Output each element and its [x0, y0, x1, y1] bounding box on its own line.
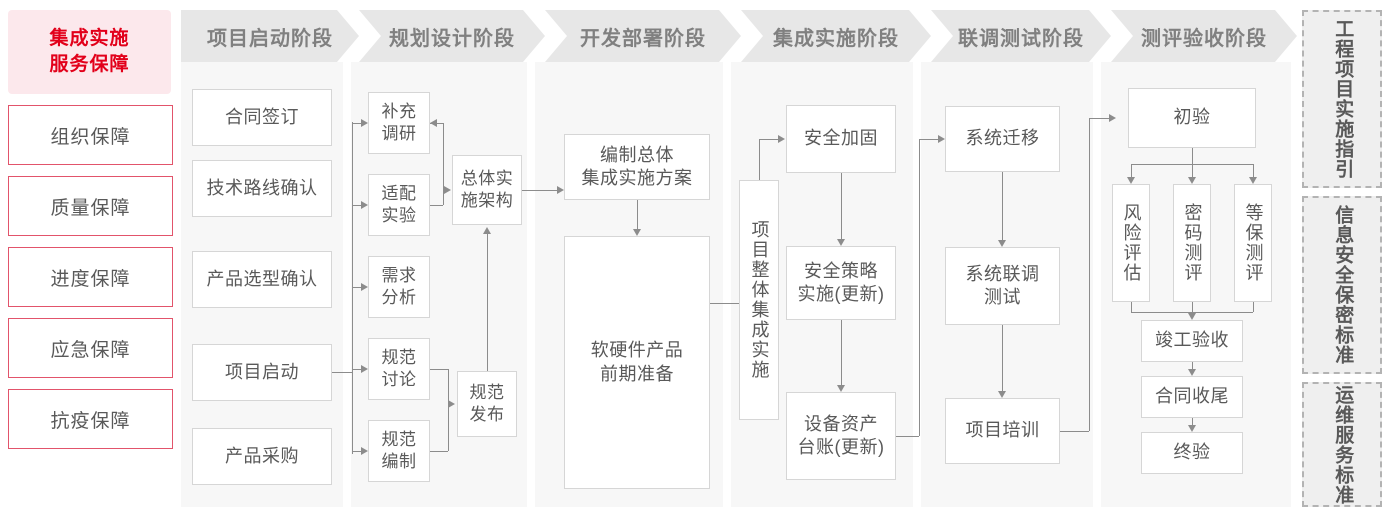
- rail-label: 运维服务标准: [1332, 384, 1354, 505]
- arrow-spec-release-to-architecture: [482, 227, 491, 234]
- arrow-ledger-to-migration: [938, 134, 945, 143]
- arrow-to-spec-discussion: [361, 364, 368, 373]
- node-draft-overall-plan[interactable]: 编制总体 集成实施方案: [564, 134, 710, 200]
- arrow-to-supplementary-research: [361, 118, 368, 127]
- rail-label: 信息安全保密标准: [1332, 205, 1354, 365]
- arrow-to-final-acceptance: [1187, 425, 1196, 432]
- arrow-to-spec-release: [448, 399, 455, 408]
- node-overall-project-integration[interactable]: 项目整体集成实施: [739, 180, 779, 420]
- assurance-item-epidemic[interactable]: 抗疫保障: [8, 389, 173, 449]
- assurance-item-quality[interactable]: 质量保障: [8, 176, 173, 236]
- node-product-purchase[interactable]: 产品采购: [192, 428, 332, 485]
- standards-rail: 工程项目实施指引 信息安全保密标准 运维服务标准: [1302, 10, 1382, 507]
- connector-trunk-vertical: [352, 122, 353, 454]
- node-security-policy-impl[interactable]: 安全策略 实施(更新): [786, 246, 896, 320]
- arrow-policy-to-ledger: [836, 385, 845, 392]
- node-system-joint-test[interactable]: 系统联调 测试: [945, 247, 1060, 325]
- arrow-plan-to-preparation: [632, 229, 641, 236]
- arrow-to-crypto-evaluation: [1187, 177, 1196, 184]
- node-label: 需求 分析: [381, 266, 417, 307]
- arrow-integration-to-hardening: [778, 134, 785, 143]
- assurance-hero: 集成实施 服务保障: [8, 10, 171, 94]
- assurance-panel: 集成实施 服务保障 组织保障 质量保障 进度保障 应急保障 抗疫保障: [8, 10, 173, 507]
- assurance-item-schedule[interactable]: 进度保障: [8, 247, 173, 307]
- assurance-hero-line1: 集成实施: [49, 27, 130, 49]
- node-label: 适配 实验: [381, 184, 417, 225]
- node-label: 软硬件产品 前期准备: [590, 340, 684, 384]
- phase-header-3[interactable]: 开发部署阶段: [545, 10, 741, 62]
- node-label: 编制总体 集成实施方案: [581, 144, 693, 188]
- node-label: 规范 讨论: [381, 348, 417, 389]
- node-spec-discussion[interactable]: 规范 讨论: [368, 338, 430, 400]
- assurance-item-emergency[interactable]: 应急保障: [8, 318, 173, 378]
- node-contract-signing[interactable]: 合同签订: [192, 89, 332, 146]
- rail-item-engineering-guide[interactable]: 工程项目实施指引: [1302, 10, 1382, 188]
- node-label: 规范 发布: [469, 383, 505, 424]
- node-mlps-evaluation[interactable]: 等保测评: [1234, 184, 1272, 302]
- rail-item-ops-standard[interactable]: 运维服务标准: [1302, 382, 1382, 507]
- node-preliminary-acceptance[interactable]: 初验: [1128, 88, 1256, 148]
- arrow-to-requirement-analysis: [361, 282, 368, 291]
- node-tech-route-confirm[interactable]: 技术路线确认: [192, 160, 332, 217]
- arrow-to-adaptation-experiment: [361, 200, 368, 209]
- arrow-hardening-to-policy: [836, 239, 845, 246]
- node-spec-release[interactable]: 规范 发布: [457, 371, 517, 437]
- phase-header-6[interactable]: 测评验收阶段: [1111, 10, 1297, 62]
- arrow-to-overall-architecture: [444, 185, 451, 194]
- arrow-back-to-supplementary-research: [430, 118, 437, 127]
- phase-header-2[interactable]: 规划设计阶段: [359, 10, 545, 62]
- assurance-hero-line2: 服务保障: [49, 54, 130, 75]
- node-final-acceptance[interactable]: 终验: [1141, 432, 1243, 474]
- node-project-training[interactable]: 项目培训: [945, 398, 1060, 464]
- node-project-kickoff[interactable]: 项目启动: [192, 344, 332, 401]
- arrow-training-to-preliminary-acceptance: [1109, 113, 1116, 122]
- phase-header-4[interactable]: 集成实施阶段: [741, 10, 931, 62]
- node-label: 总体实 施架构: [460, 169, 514, 210]
- node-device-asset-ledger[interactable]: 设备资产 台账(更新): [786, 392, 896, 480]
- assurance-item-organization[interactable]: 组织保障: [8, 105, 173, 165]
- node-adaptation-experiment[interactable]: 适配 实验: [368, 174, 430, 236]
- arrow-migration-to-joint-test: [997, 240, 1006, 247]
- arrow-to-completion-acceptance: [1187, 313, 1196, 320]
- node-label: 安全策略 实施(更新): [797, 260, 885, 304]
- node-overall-impl-architecture[interactable]: 总体实 施架构: [452, 155, 522, 225]
- node-product-selection[interactable]: 产品选型确认: [192, 251, 332, 308]
- rail-label: 工程项目实施指引: [1332, 19, 1354, 179]
- node-contract-closeout[interactable]: 合同收尾: [1141, 376, 1243, 418]
- arrow-to-spec-drafting: [361, 446, 368, 455]
- node-label: 设备资产 台账(更新): [797, 413, 885, 457]
- arrow-to-contract-closeout: [1187, 369, 1196, 376]
- node-system-migration[interactable]: 系统迁移: [945, 106, 1060, 172]
- node-requirement-analysis[interactable]: 需求 分析: [368, 256, 430, 318]
- node-risk-assessment[interactable]: 风险评估: [1112, 184, 1150, 302]
- node-label: 补充 调研: [381, 102, 417, 143]
- connector-kickoff-to-trunk: [332, 372, 352, 373]
- phase-header-5[interactable]: 联调测试阶段: [931, 10, 1111, 62]
- node-completion-acceptance[interactable]: 竣工验收: [1141, 320, 1243, 362]
- arrow-architecture-to-plan-drafting: [557, 185, 564, 194]
- phase-header-1[interactable]: 项目启动阶段: [181, 10, 359, 62]
- arrow-to-mlps-evaluation: [1248, 177, 1257, 184]
- node-security-hardening[interactable]: 安全加固: [786, 105, 896, 173]
- node-label: 系统联调 测试: [965, 263, 1040, 307]
- node-hw-sw-preparation[interactable]: 软硬件产品 前期准备: [564, 236, 710, 489]
- node-supplementary-research[interactable]: 补充 调研: [368, 92, 430, 154]
- arrow-joint-test-to-training: [997, 391, 1006, 398]
- arrow-to-risk-assessment: [1126, 177, 1135, 184]
- node-spec-drafting[interactable]: 规范 编制: [368, 420, 430, 482]
- rail-item-security-standard[interactable]: 信息安全保密标准: [1302, 196, 1382, 374]
- node-crypto-evaluation[interactable]: 密码测评: [1173, 184, 1211, 302]
- node-label: 规范 编制: [381, 430, 417, 471]
